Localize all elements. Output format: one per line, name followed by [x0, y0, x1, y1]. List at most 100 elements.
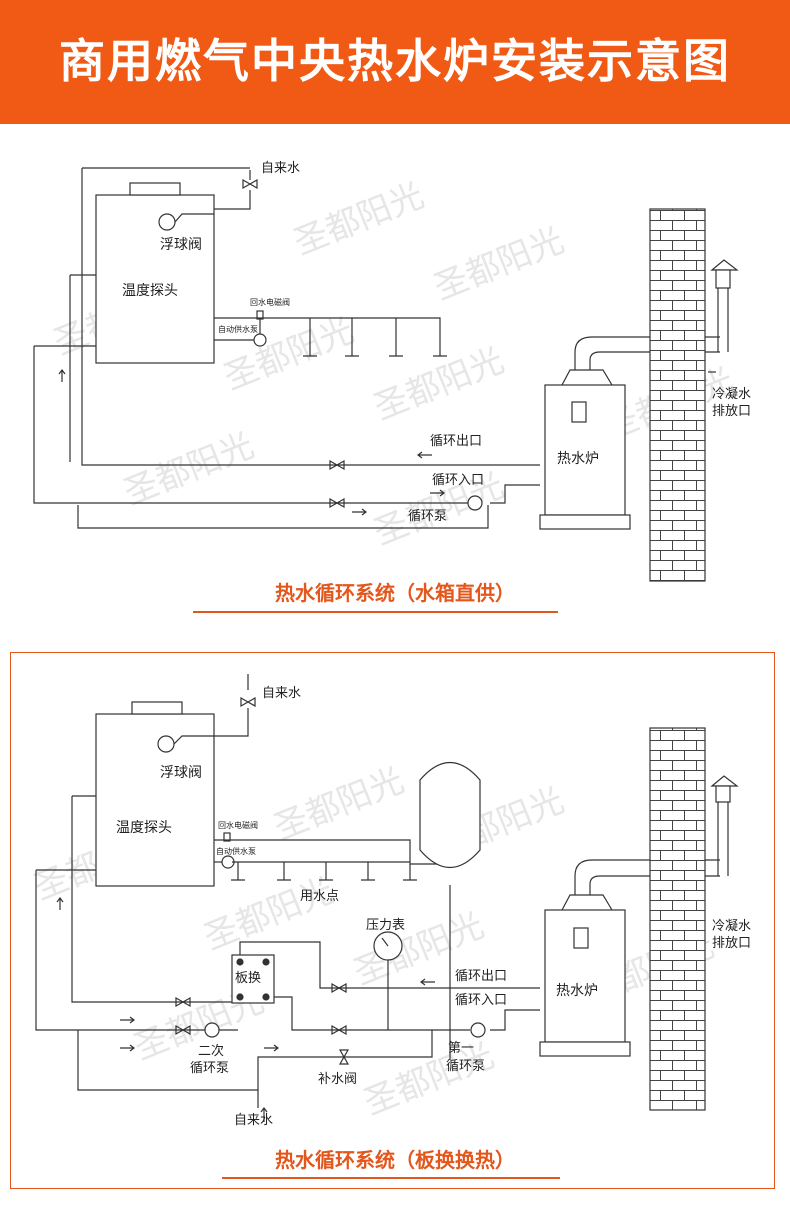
watermark-15: 圣都阳光 — [358, 1035, 499, 1123]
boiler-label: 热水炉 — [556, 983, 598, 999]
valve-icon — [331, 982, 347, 994]
circ-in-label: 循环入口 — [455, 993, 507, 1008]
flue-pipe — [574, 859, 720, 895]
secondary-pump-icon — [204, 1022, 220, 1038]
valve-icon — [331, 1024, 347, 1036]
condensate-label: 冷凝水 — [712, 386, 751, 402]
flue-pipe — [574, 336, 720, 370]
port-icon — [262, 993, 270, 1001]
return-valve-label: 回水电磁阀 — [218, 820, 258, 830]
return-valve-label: 回水电磁阀 — [250, 297, 290, 307]
watermark-9: 圣都阳光 — [268, 760, 409, 848]
boiler-in-pipe — [490, 484, 540, 504]
flow-arrow-icon — [260, 1107, 268, 1122]
flow-arrow-icon — [420, 978, 435, 986]
flow-arrow-icon — [417, 451, 432, 459]
auto-pump-label: 自动供水泵 — [218, 324, 258, 334]
watermark-4: 圣都阳光 — [218, 310, 359, 398]
plate-hx-label: 板换 — [235, 971, 261, 986]
circ-pump-label: 循环泵 — [408, 509, 447, 524]
chimney-pipe — [717, 800, 729, 876]
port-icon — [262, 958, 270, 966]
boiler-panel — [573, 927, 589, 949]
primary-pump-label-2: 循环泵 — [446, 1059, 485, 1074]
flow-arrow-icon — [120, 1044, 135, 1052]
diagram2 — [35, 674, 739, 1122]
secondary-pump-label: 二次 — [198, 1043, 224, 1059]
boiler-in-pipe — [490, 1009, 540, 1031]
watermark-12: 圣都阳光 — [198, 870, 339, 958]
solenoid-valve-icon — [223, 832, 231, 842]
flow-arrow-icon — [352, 508, 367, 516]
water-tank — [95, 194, 215, 364]
drain-label: 排放口 — [712, 404, 751, 419]
cold-feed — [77, 1030, 259, 1108]
boiler-label: 热水炉 — [557, 451, 599, 467]
makeup-valve-icon — [338, 1049, 350, 1065]
brick-wall — [649, 208, 706, 582]
chimney-cap — [710, 259, 739, 271]
bottom-loop — [77, 505, 489, 529]
boiler-base — [539, 514, 631, 530]
use-point-label: 用水点 — [300, 889, 339, 904]
primary-out — [239, 941, 540, 989]
valve-icon — [329, 497, 345, 509]
branch-pipes — [237, 862, 411, 880]
diagram2-caption: 热水循环系统（板换换热） — [275, 1148, 515, 1172]
flow-arrow-icon — [120, 1016, 135, 1024]
flow-arrow-icon — [58, 369, 66, 382]
circ-out-label: 循环出口 — [455, 969, 507, 984]
tank-lid — [131, 701, 183, 715]
expansion-tank — [419, 761, 481, 869]
valve-icon — [175, 1024, 191, 1036]
auto-pump-label: 自动供水泵 — [216, 846, 256, 856]
drain-label: 排放口 — [712, 936, 751, 951]
diagram2-labels: 自来水 浮球阀 温度探头 回水电磁阀 自动供水泵 用水点 压力表 板换 循环出口… — [116, 686, 751, 1179]
boiler-panel — [571, 401, 587, 423]
circ-out-label: 循环出口 — [430, 434, 482, 449]
brick-wall — [649, 727, 706, 1111]
watermark-6: 圣都阳光 — [118, 425, 259, 513]
diagram1-caption: 热水循环系统（水箱直供） — [275, 581, 515, 605]
circ-pump-icon — [467, 495, 483, 511]
flow-arrow-icon — [56, 897, 64, 910]
watermark-5: 圣都阳光 — [368, 340, 509, 428]
chimney-head — [715, 785, 731, 803]
primary-in — [274, 996, 470, 1031]
valve-icon — [175, 996, 191, 1008]
valve-icon — [329, 459, 345, 471]
header-banner: 商用燃气中央热水炉安装示意图 — [0, 0, 790, 124]
float-valve-label: 浮球阀 — [160, 237, 202, 253]
supply-header — [214, 828, 451, 865]
tap-water-bottom-label: 自来水 — [234, 1113, 273, 1128]
solenoid-valve-icon — [256, 310, 264, 320]
water-tank — [95, 713, 215, 887]
watermark-2: 圣都阳光 — [428, 220, 569, 308]
float-valve-label: 浮球阀 — [160, 765, 202, 781]
diagram2-frame — [10, 652, 775, 1189]
makeup-pipe — [257, 1030, 433, 1090]
branch-pipes — [309, 318, 441, 356]
tap-water-label: 自来水 — [262, 686, 301, 701]
circ-in-label: 循环入口 — [432, 473, 484, 488]
tap-valve-icon — [242, 178, 258, 190]
float-pipe — [174, 190, 251, 223]
diagram1 — [33, 167, 739, 582]
boiler-top — [561, 369, 613, 386]
pressure-gauge-label: 压力表 — [366, 918, 405, 933]
port-icon — [236, 958, 244, 966]
secondary-supply — [35, 870, 238, 1031]
flow-arrow-icon — [430, 489, 445, 497]
primary-pump-icon — [470, 1022, 486, 1038]
boiler-top — [561, 894, 613, 911]
supply-header — [214, 317, 441, 342]
chimney-pipe — [717, 288, 729, 352]
tap-valve-icon — [240, 696, 256, 708]
chimney-head — [715, 269, 731, 289]
temp-probe-label: 温度探头 — [116, 820, 172, 836]
makeup-valve-label: 补水阀 — [318, 1072, 357, 1087]
supply-pump-icon — [253, 333, 267, 347]
float-pipe — [173, 674, 249, 745]
boiler-base — [539, 1041, 631, 1057]
